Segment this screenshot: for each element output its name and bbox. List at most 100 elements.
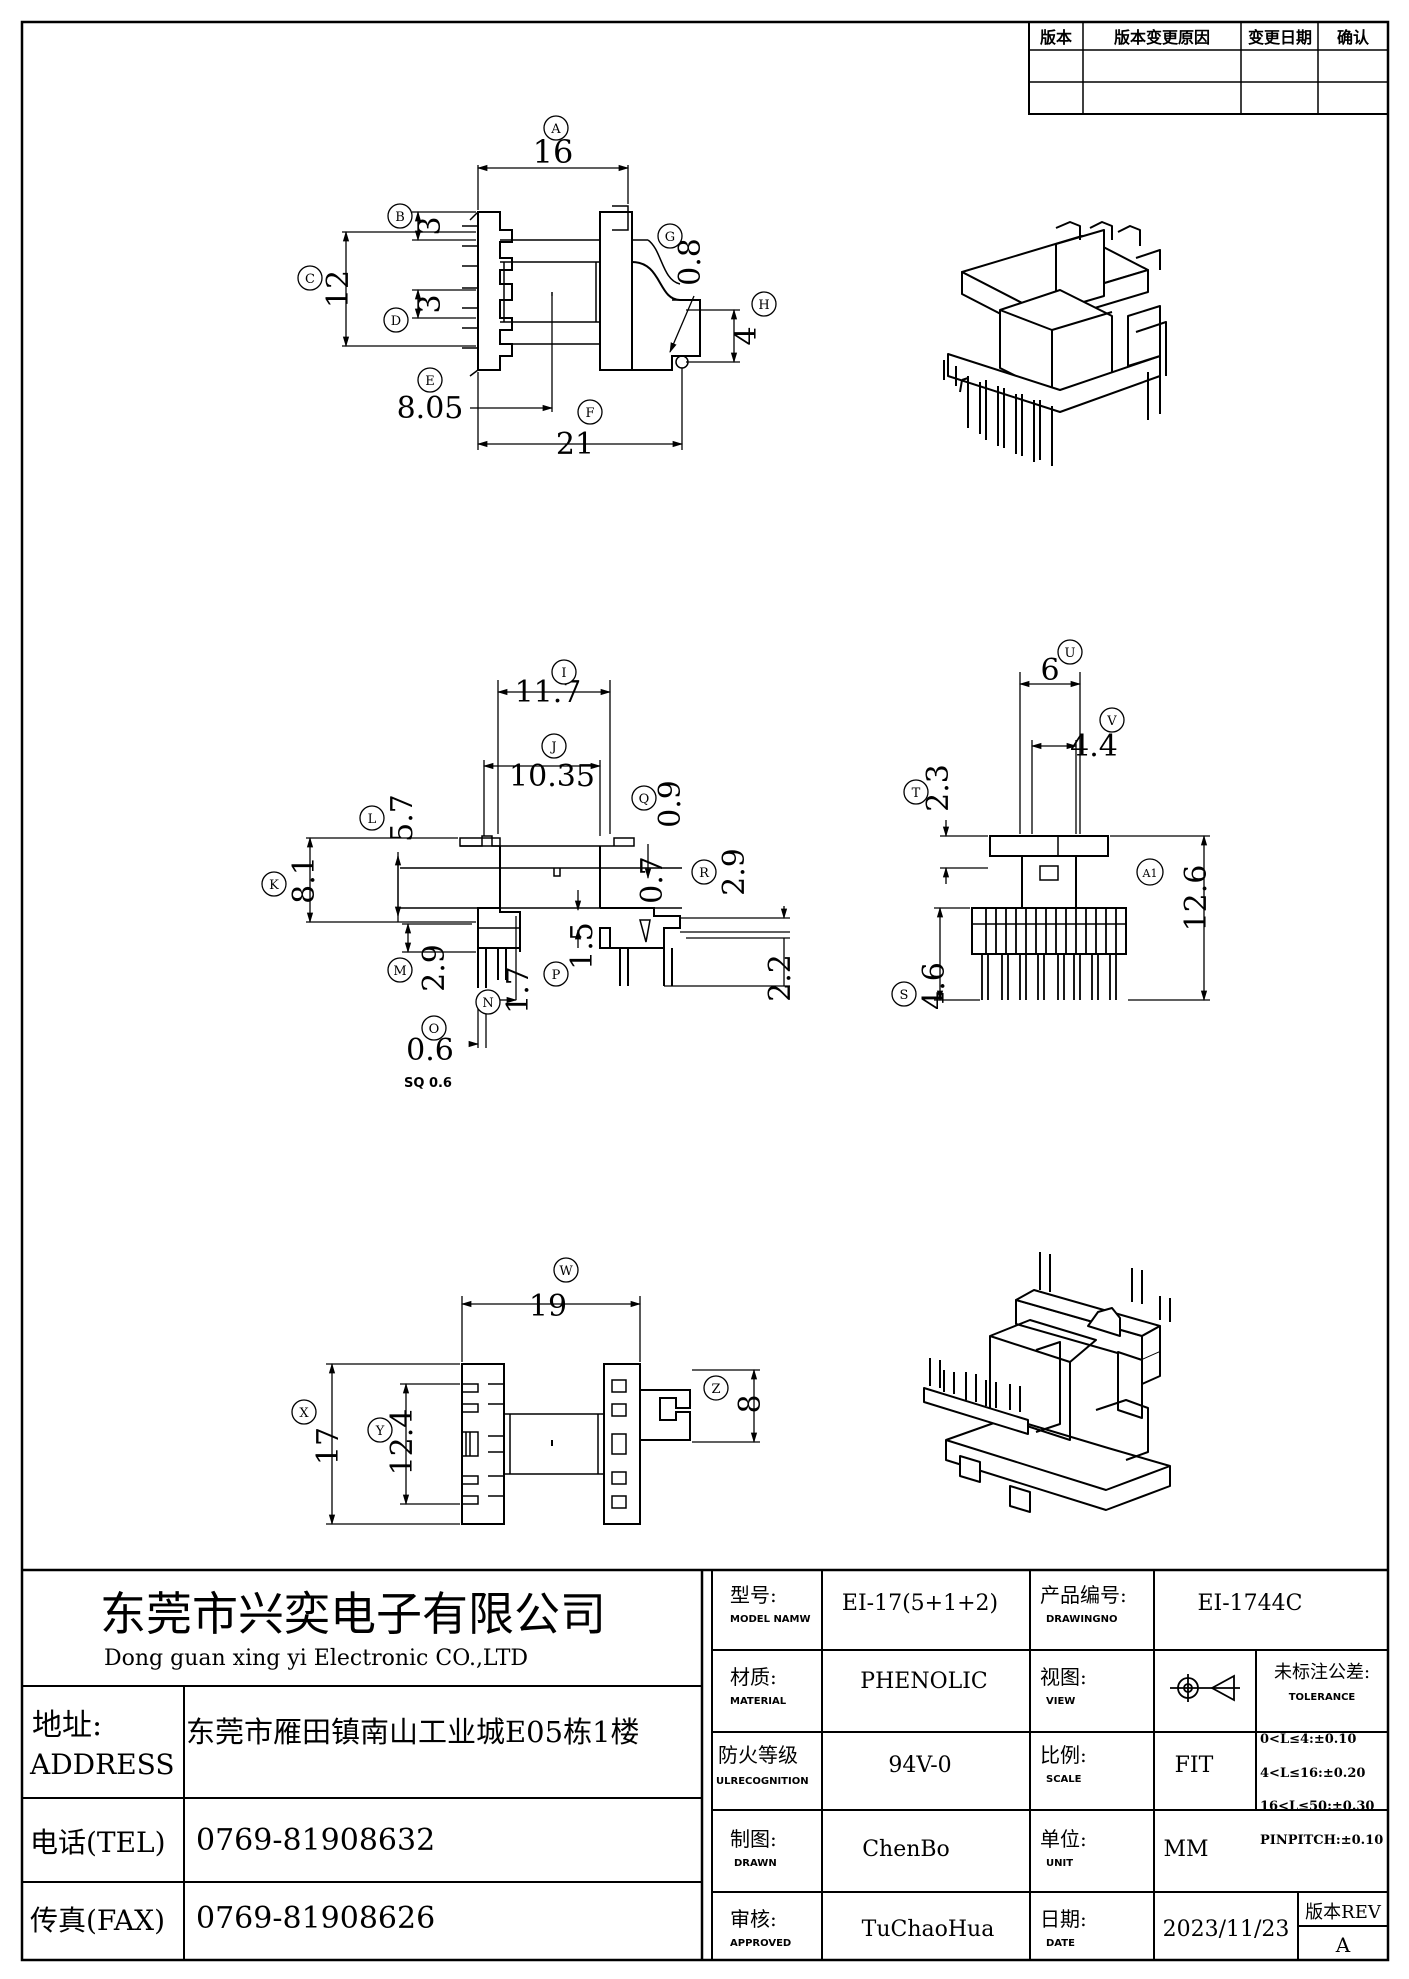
- callout-T: T: [903, 779, 929, 805]
- dim-L: 5.7: [385, 794, 420, 842]
- dim-Q: 0.9: [653, 780, 688, 828]
- callout-Q: Q: [631, 785, 657, 811]
- svg-text:P: P: [552, 968, 561, 983]
- tolerance-row-3: 16<L≤50:±0.30: [1260, 1799, 1374, 1814]
- svg-text:U: U: [1065, 646, 1076, 661]
- svg-text:R: R: [699, 866, 710, 881]
- dim-R: 2.9: [717, 848, 752, 896]
- bottom-view-dim-text: 19 17 12.4 8: [311, 1289, 768, 1475]
- scale-label-en: SCALE: [1046, 1774, 1082, 1785]
- unit-value: MM: [1163, 1837, 1208, 1862]
- sheet-border: [20, 20, 1390, 1962]
- callout-A1: A1: [1136, 858, 1164, 886]
- rev-value: A: [1335, 1933, 1351, 1957]
- dim-W: 19: [529, 1289, 567, 1324]
- svg-text:I: I: [561, 666, 566, 681]
- drawn-value: ChenBo: [862, 1837, 950, 1862]
- fire-label-en: ULRECOGNITION: [716, 1776, 809, 1787]
- iso-view-bottom: [923, 1252, 1171, 1513]
- approved-value: TuChaoHua: [862, 1917, 995, 1942]
- svg-text:G: G: [665, 230, 675, 245]
- drawingno-value: EI-1744C: [1197, 1591, 1302, 1616]
- approved-label-cn: 审核:: [730, 1907, 777, 1931]
- svg-text:B: B: [395, 210, 405, 225]
- projection-symbol-icon: [1170, 1674, 1240, 1702]
- fax-label: 传真(FAX): [30, 1904, 165, 1937]
- view-label-en: VIEW: [1046, 1696, 1075, 1707]
- iso-view-top: [943, 221, 1167, 466]
- tolerance-row-4: PINPITCH:±0.10: [1260, 1833, 1383, 1848]
- svg-text:E: E: [425, 374, 435, 389]
- tolerance-row-2: 4<L≤16:±0.20: [1260, 1766, 1365, 1781]
- company-name-cn: 东莞市兴奕电子有限公司: [100, 1587, 606, 1641]
- svg-text:L: L: [368, 812, 377, 827]
- callout-D: D: [383, 307, 409, 333]
- dim-Y: 12.4: [385, 1409, 420, 1476]
- view-label-cn: 视图:: [1040, 1665, 1087, 1689]
- dim-J: 10.35: [509, 759, 595, 794]
- svg-text:C: C: [305, 272, 315, 287]
- title-block: [22, 1568, 1388, 1960]
- callout-F: F: [577, 399, 603, 425]
- callout-V: V: [1099, 707, 1125, 733]
- top-view-callouts: A B C D E F G H: [297, 115, 777, 425]
- svg-text:H: H: [758, 298, 769, 313]
- callout-R: R: [691, 859, 717, 885]
- spec-labels: 型号: MODEL NAMW EI-17(5+1+2) 产品编号: DRAWIN…: [716, 1583, 1382, 1957]
- model-label-en: MODEL NAMW: [730, 1614, 811, 1625]
- front-view-dim-text: 11.7 10.35 8.1 5.7 2.9 1.7 0.6 SQ 0.6 1.…: [287, 675, 798, 1091]
- callout-I: I: [551, 659, 577, 685]
- bottom-view-callouts: W X Y Z: [291, 1257, 729, 1443]
- scale-label-cn: 比例:: [1040, 1743, 1087, 1767]
- svg-text:X: X: [299, 1406, 309, 1421]
- svg-text:F: F: [585, 406, 594, 421]
- tolerance-label-en: TOLERANCE: [1289, 1692, 1356, 1703]
- callout-A: A: [543, 115, 569, 141]
- side-view: [971, 835, 1127, 1000]
- address-label-cn: 地址:: [32, 1708, 102, 1743]
- side-view-dimensions: [934, 672, 1210, 1002]
- callout-O: O: [421, 1015, 447, 1041]
- tel-value: 0769-81908632: [196, 1823, 435, 1858]
- callout-X: X: [291, 1399, 317, 1425]
- fax-value: 0769-81908626: [196, 1901, 435, 1936]
- model-label-cn: 型号:: [730, 1583, 777, 1607]
- dim-S22: 2.2: [763, 954, 798, 1002]
- dim-A1: 12.6: [1179, 865, 1214, 932]
- front-view-dimensions: [306, 680, 790, 1048]
- svg-text:J: J: [549, 740, 556, 755]
- bottom-view: [461, 1363, 691, 1525]
- material-label-cn: 材质:: [730, 1665, 777, 1689]
- callout-B: B: [387, 203, 413, 229]
- company-name-en: Dong guan xing yi Electronic CO.,LTD: [104, 1646, 528, 1671]
- front-view-callouts: I J K L M N O P Q R: [261, 659, 717, 1041]
- side-view-callouts: U V T A1 S: [891, 639, 1164, 1007]
- drawingno-label-cn: 产品编号:: [1040, 1583, 1127, 1607]
- callout-W: W: [553, 1257, 579, 1283]
- callout-N: N: [475, 989, 501, 1015]
- model-value: EI-17(5+1+2): [842, 1591, 998, 1616]
- drawn-label-cn: 制图:: [730, 1827, 777, 1851]
- material-label-en: MATERIAL: [730, 1696, 787, 1707]
- dim-P: 1.5: [565, 922, 600, 970]
- date-label-en: DATE: [1046, 1938, 1075, 1949]
- side-view-dim-text: 6 4.4 2.3 12.6 4.6: [917, 653, 1214, 1010]
- dim-X: 17: [311, 1427, 346, 1465]
- rev-header-version: 版本: [1039, 28, 1072, 47]
- front-view: [400, 835, 682, 988]
- svg-text:Q: Q: [639, 792, 650, 807]
- bottom-view-dimensions: [326, 1296, 760, 1526]
- rev-label: 版本REV: [1305, 1902, 1382, 1923]
- dim-B: 3: [413, 216, 448, 235]
- dim-H: 4: [729, 326, 764, 345]
- scale-value: FIT: [1175, 1753, 1214, 1778]
- dim-K: 8.1: [287, 856, 322, 904]
- callout-J: J: [541, 733, 567, 759]
- material-value: PHENOLIC: [860, 1669, 987, 1694]
- svg-text:V: V: [1106, 714, 1117, 729]
- rev-header-date: 变更日期: [1248, 28, 1312, 47]
- unit-label-cn: 单位:: [1040, 1827, 1087, 1851]
- callout-G: G: [657, 223, 683, 249]
- tolerance-label-cn: 未标注公差:: [1274, 1662, 1370, 1683]
